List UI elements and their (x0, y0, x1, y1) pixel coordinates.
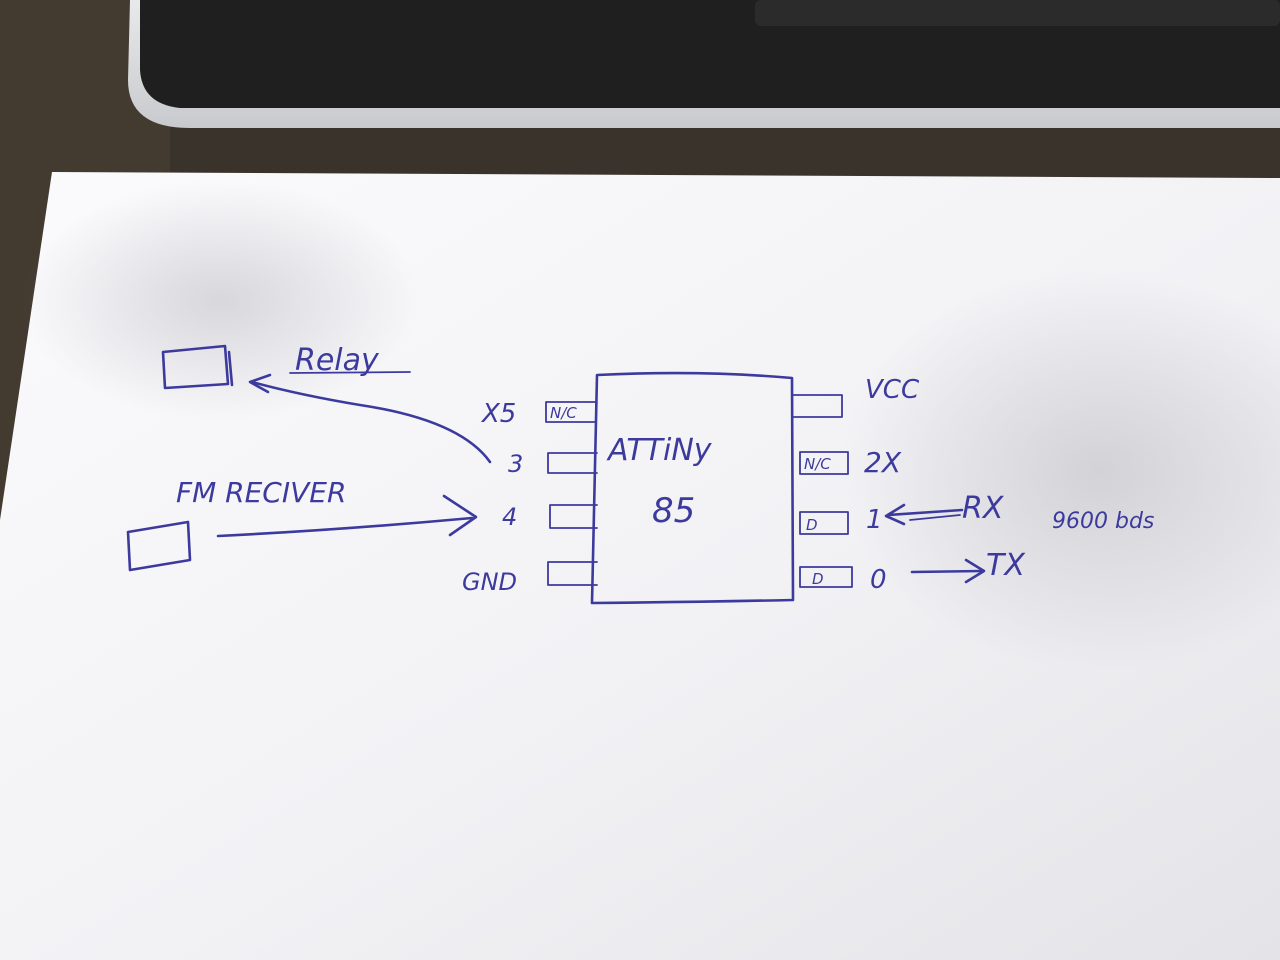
svg-text:N/C: N/C (550, 404, 577, 422)
baud-rate-label: 9600 bds (1052, 509, 1154, 534)
left-pin-3: 3 (508, 450, 598, 478)
laptop (128, 0, 1280, 128)
fm-receiver-arrowhead (442, 494, 478, 537)
left-pin-4: 4 (502, 503, 598, 531)
svg-text:1: 1 (866, 505, 883, 535)
fm-receiver-connection-arrow (216, 516, 474, 538)
right-pin-0: D 0 (799, 565, 887, 595)
right-pin-1: D 1 (799, 505, 883, 535)
svg-text:D: D (806, 516, 818, 534)
svg-text:X5: X5 (480, 399, 516, 429)
chip-name: ATTiNy (606, 433, 713, 468)
relay-connection-arrow (250, 380, 492, 464)
svg-text:RX: RX (962, 491, 1005, 526)
svg-text:3: 3 (508, 450, 523, 478)
svg-text:2X: 2X (864, 446, 902, 479)
left-pin-gnd: GND (462, 561, 598, 596)
paper-shadow (20, 180, 420, 420)
right-pin-vcc: VCC (792, 375, 920, 418)
svg-text:GND: GND (462, 568, 517, 596)
right-pin-2x: N/C 2X (799, 446, 902, 479)
svg-text:TX: TX (986, 548, 1026, 583)
relay-component: Relay (161, 343, 411, 390)
tx-signal: TX (910, 548, 1026, 584)
rx-signal: RX (884, 491, 1005, 526)
svg-text:4: 4 (502, 503, 517, 531)
relay-arrowhead (248, 373, 272, 394)
svg-text:0: 0 (870, 565, 887, 595)
chip-body (590, 371, 795, 605)
svg-text:VCC: VCC (865, 375, 920, 405)
chip-number: 85 (652, 491, 695, 531)
svg-text:Relay: Relay (295, 343, 380, 378)
svg-text:D: D (812, 570, 824, 588)
fm-receiver-component: FM RECIVER (126, 476, 346, 572)
left-pin-x5: N/C X5 (480, 399, 597, 429)
svg-text:N/C: N/C (804, 455, 831, 473)
paper-shadow (840, 270, 1280, 670)
svg-text:FM RECIVER: FM RECIVER (176, 476, 346, 509)
